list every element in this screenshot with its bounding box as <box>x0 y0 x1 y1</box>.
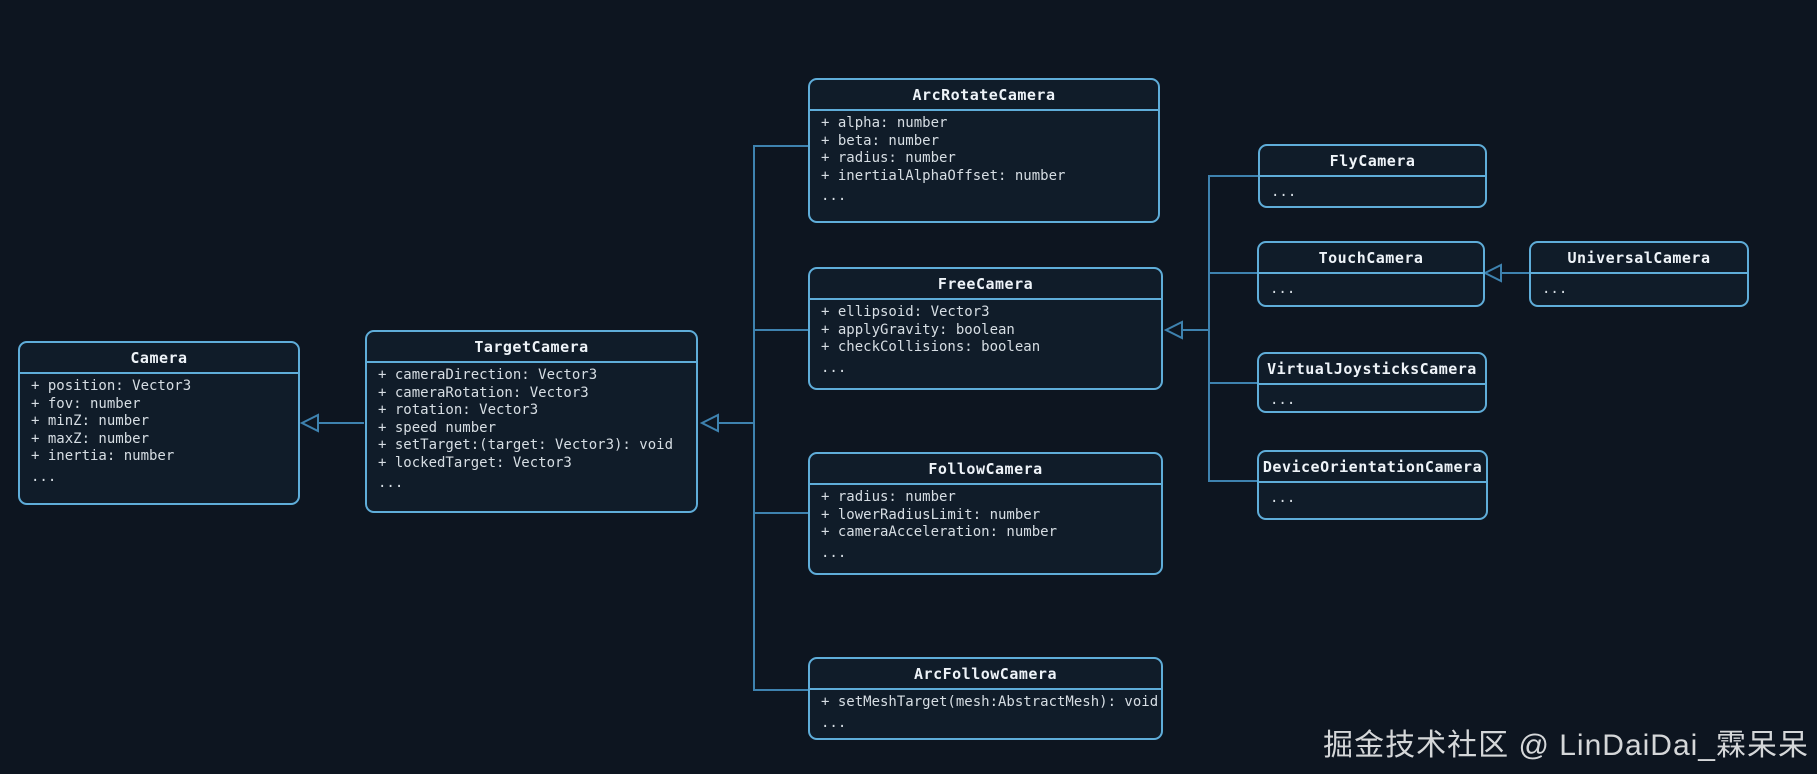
class-title: FlyCamera <box>1260 146 1485 177</box>
class-members: ... <box>1260 177 1485 206</box>
class-member: ... <box>31 468 57 485</box>
class-title: UniversalCamera <box>1531 243 1747 274</box>
class-member: + beta: number <box>821 132 940 149</box>
edge-trunk-right <box>1182 175 1258 482</box>
class-box-universalcamera: UniversalCamera ... <box>1529 241 1749 307</box>
class-member: + minZ: number <box>31 413 150 429</box>
class-members: + cameraDirection: Vector3+ cameraRotati… <box>367 363 696 499</box>
class-member: + lockedTarget: Vector3 <box>378 454 572 471</box>
class-member: ... <box>1270 490 1296 506</box>
class-members: + radius: number+ lowerRadiusLimit: numb… <box>810 485 1161 568</box>
class-member: + radius: number <box>821 489 956 505</box>
class-member: + cameraDirection: Vector3 <box>378 367 598 383</box>
class-member: ... <box>821 359 847 376</box>
inheritance-arrowhead-to-targetcamera <box>699 413 719 433</box>
class-title: Camera <box>20 343 298 374</box>
class-member: ... <box>821 714 847 731</box>
class-box-virtualjoystickscamera: VirtualJoysticksCamera ... <box>1257 352 1487 413</box>
class-box-deviceorientationcamera: DeviceOrientationCamera ... <box>1257 450 1488 520</box>
edge-trunk-center <box>718 145 808 691</box>
class-members: ... <box>1531 274 1747 305</box>
class-member: ... <box>1270 392 1296 408</box>
class-member: + speed number <box>378 419 497 436</box>
class-members: ... <box>1259 483 1486 514</box>
class-box-freecamera: FreeCamera + ellipsoid: Vector3+ applyGr… <box>808 267 1163 390</box>
class-member: + applyGravity: boolean <box>821 321 1015 338</box>
class-member: ... <box>1542 281 1568 297</box>
class-members: + position: Vector3+ fov: number+ minZ: … <box>20 374 298 492</box>
class-title: TargetCamera <box>367 332 696 363</box>
class-title: FollowCamera <box>810 454 1161 485</box>
class-members: ... <box>1259 274 1483 305</box>
class-member: + cameraAcceleration: number <box>821 524 1058 540</box>
class-title: DeviceOrientationCamera <box>1259 452 1486 483</box>
class-box-flycamera: FlyCamera ... <box>1258 144 1487 208</box>
class-member: + setMeshTarget(mesh:AbstractMesh): void <box>821 694 1159 710</box>
inheritance-arrowhead-to-camera <box>299 413 319 433</box>
class-member: + fov: number <box>31 395 141 412</box>
class-box-arcfollowcamera: ArcFollowCamera + setMeshTarget(mesh:Abs… <box>808 657 1163 740</box>
class-member: + cameraRotation: Vector3 <box>378 384 589 401</box>
class-members: + ellipsoid: Vector3+ applyGravity: bool… <box>810 300 1161 383</box>
class-member: + ellipsoid: Vector3 <box>821 304 990 320</box>
class-member: + checkCollisions: boolean <box>821 339 1041 355</box>
class-member: + lowerRadiusLimit: number <box>821 506 1041 523</box>
class-members: + setMeshTarget(mesh:AbstractMesh): void… <box>810 690 1161 738</box>
class-member: ... <box>821 544 847 561</box>
class-members: + alpha: number+ beta: number+ radius: n… <box>810 111 1158 212</box>
inheritance-arrowhead-to-freecamera <box>1163 320 1183 340</box>
class-member: + position: Vector3 <box>31 378 192 394</box>
class-box-arcrotatecamera: ArcRotateCamera + alpha: number+ beta: n… <box>808 78 1160 223</box>
class-member: ... <box>821 188 847 204</box>
watermark-text: 掘金技术社区 @ LinDaiDai_霖呆呆 <box>1323 729 1809 762</box>
class-member: ... <box>378 475 404 491</box>
class-title: TouchCamera <box>1259 243 1483 274</box>
class-box-touchcamera: TouchCamera ... <box>1257 241 1485 307</box>
class-member: + rotation: Vector3 <box>378 402 539 418</box>
class-member: + maxZ: number <box>31 430 150 447</box>
class-title: FreeCamera <box>810 269 1161 300</box>
class-title: VirtualJoysticksCamera <box>1259 354 1485 385</box>
class-member: + setTarget:(target: Vector3): void <box>378 437 674 453</box>
class-member: + inertia: number <box>31 448 175 464</box>
inheritance-arrowhead-to-touchcamera <box>1482 263 1502 283</box>
class-box-followcamera: FollowCamera + radius: number+ lowerRadi… <box>808 452 1163 575</box>
class-members: ... <box>1259 385 1485 411</box>
class-box-camera: Camera + position: Vector3+ fov: number+… <box>18 341 300 505</box>
class-member: + alpha: number <box>821 115 948 131</box>
class-title: ArcRotateCamera <box>810 80 1158 111</box>
class-box-targetcamera: TargetCamera + cameraDirection: Vector3+… <box>365 330 698 513</box>
class-member: + radius: number <box>821 150 956 166</box>
class-member: ... <box>1270 281 1296 297</box>
class-member: ... <box>1271 184 1297 200</box>
class-member: + inertialAlphaOffset: number <box>821 167 1066 184</box>
class-title: ArcFollowCamera <box>810 659 1161 690</box>
